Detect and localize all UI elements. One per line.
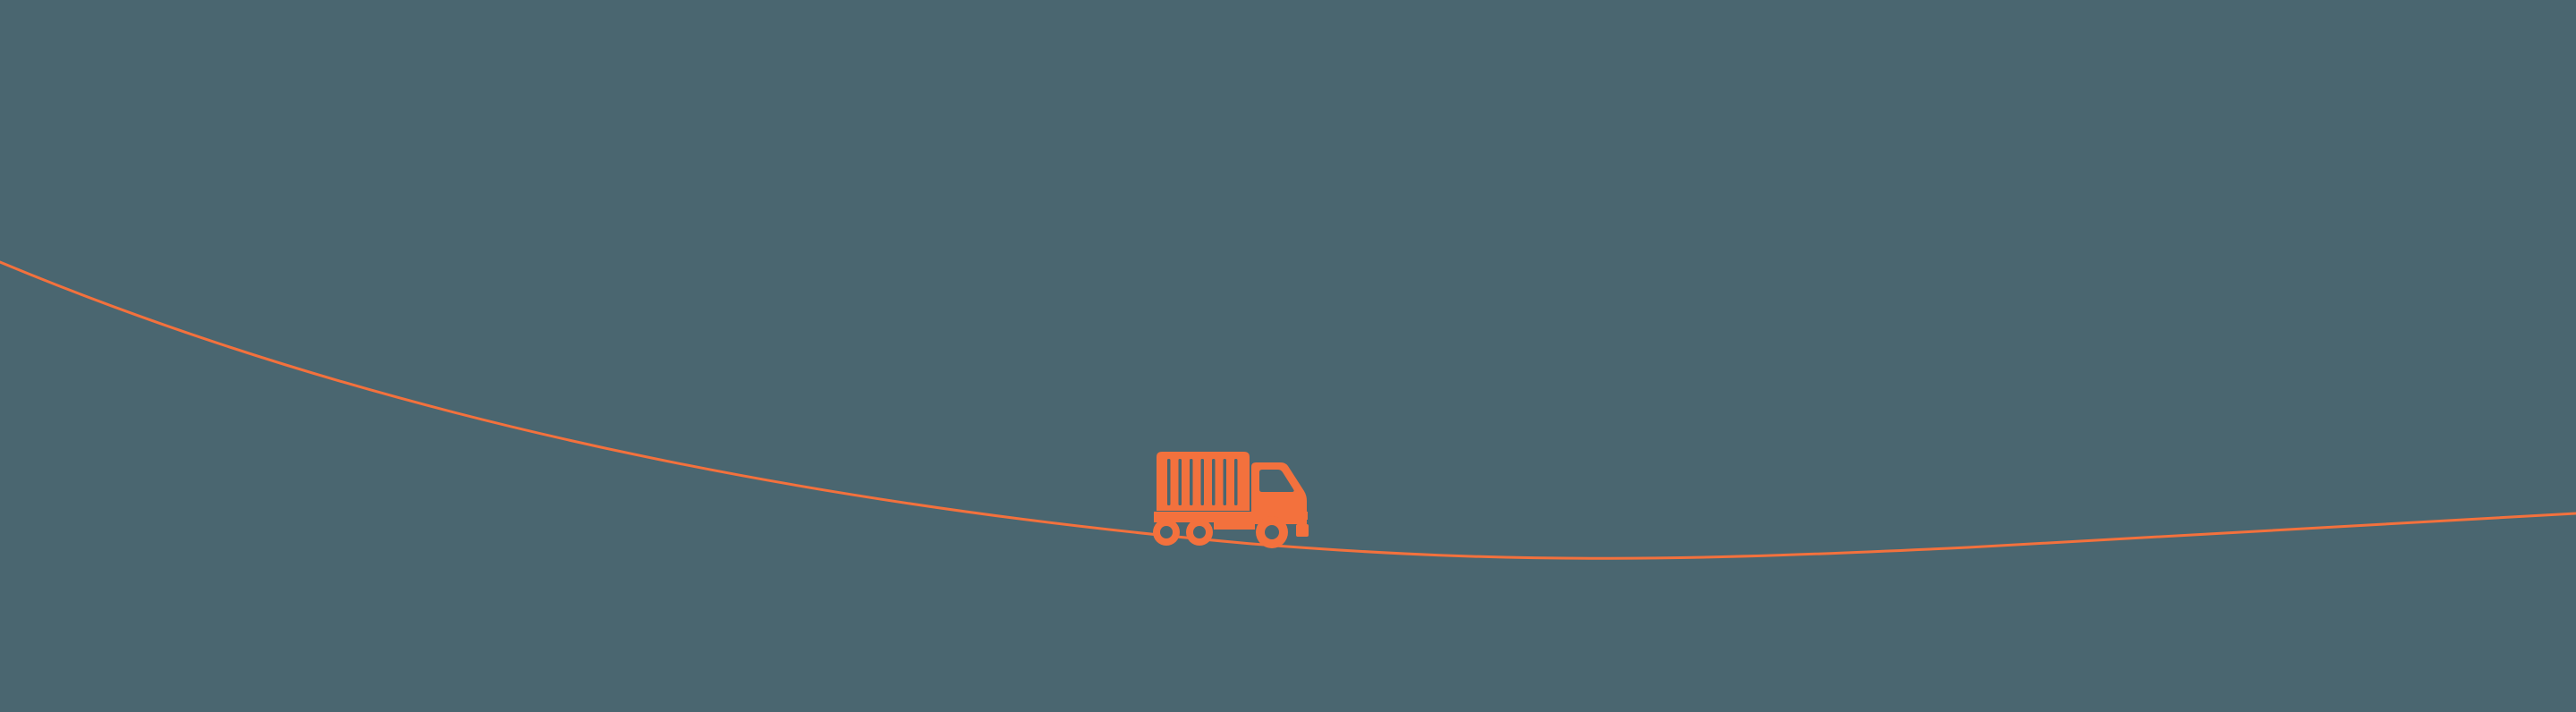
cab-window	[1259, 470, 1294, 492]
cargo-slat	[1234, 459, 1238, 505]
cargo-slat	[1212, 459, 1216, 505]
wheel-hub	[1193, 526, 1206, 538]
cargo-slats	[1167, 459, 1238, 505]
front-bumper	[1296, 524, 1309, 537]
cargo-slat	[1167, 459, 1171, 505]
wheel-hub	[1265, 525, 1279, 539]
road-curve	[0, 260, 2576, 560]
wheel-hub	[1160, 526, 1173, 538]
chassis-skirt	[1214, 517, 1255, 530]
cargo-slat	[1200, 459, 1204, 505]
cargo-slat	[1190, 459, 1193, 505]
cargo-slat	[1223, 459, 1226, 505]
truck-icon	[1153, 452, 1309, 548]
cargo-slat	[1178, 459, 1182, 505]
